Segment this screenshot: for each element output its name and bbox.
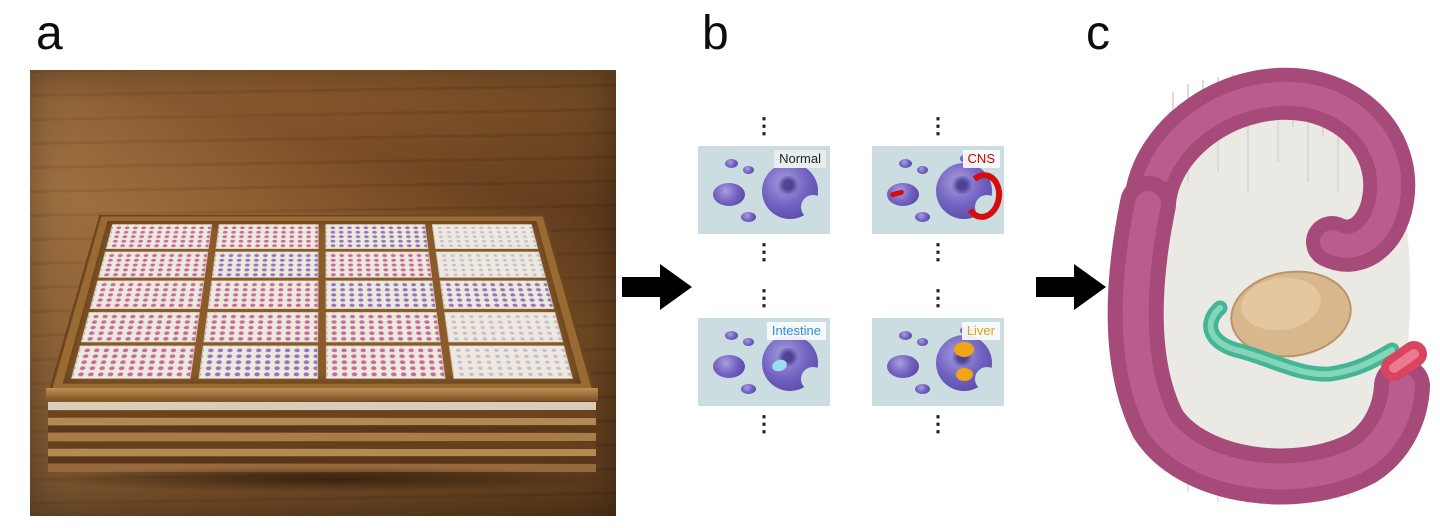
tray-front-edge <box>46 388 598 401</box>
tissue-blob <box>915 212 930 222</box>
slide <box>215 224 319 249</box>
vertical-ellipsis: ⋮ <box>927 411 949 436</box>
thumbnail-column: ⋮ CNS ⋮ ⋮ <box>872 112 1004 440</box>
slide-column <box>325 224 446 379</box>
tray-layer <box>48 449 596 456</box>
slide <box>203 311 319 343</box>
tray-layer <box>48 433 596 441</box>
tissue-notch <box>975 367 999 391</box>
tissue-blob <box>915 384 930 394</box>
vertical-ellipsis: ⋮ <box>753 239 775 264</box>
section-thumbnail-liver: Liver <box>872 318 1004 406</box>
tissue-blob <box>950 176 974 194</box>
slide <box>325 345 446 379</box>
tissue-blob <box>713 355 745 378</box>
tray-layer <box>48 402 596 410</box>
arrow-right-icon <box>622 264 692 310</box>
3d-render <box>1107 67 1430 505</box>
slide <box>70 345 196 379</box>
vertical-ellipsis: ⋮ <box>927 239 949 264</box>
tissue-blob <box>713 183 745 206</box>
tray-layer <box>48 426 596 432</box>
magenta-organ-top-highlight <box>1138 81 1402 258</box>
tray-stack <box>48 402 596 473</box>
slide <box>211 251 319 278</box>
vertical-ellipsis: ⋮ <box>753 411 775 436</box>
slide-column <box>70 224 213 379</box>
tissue-blob <box>917 338 928 346</box>
tissue-blob <box>776 176 800 194</box>
tissue-blob <box>741 212 756 222</box>
tissue-blob <box>887 183 919 206</box>
tray-layer <box>48 411 596 417</box>
tray-shadow <box>36 466 608 492</box>
section-thumbnail-normal: Normal <box>698 146 830 234</box>
thumbnail-column: ⋮ Normal ⋮ ⋮ <box>698 112 830 440</box>
red-organ-segment-highlight <box>1389 349 1419 373</box>
slide <box>105 224 213 249</box>
slide <box>439 280 555 310</box>
slide <box>325 224 429 249</box>
slide-column <box>198 224 319 379</box>
tan-organ-highlight <box>1241 277 1321 331</box>
liver-highlight <box>956 368 973 381</box>
magenta-organ-bottom-highlight <box>1122 191 1415 490</box>
tissue-blob <box>887 355 919 378</box>
tissue-blob <box>743 338 754 346</box>
label-chip-cns: CNS <box>962 150 1000 168</box>
tissue-blob <box>725 159 738 168</box>
slide <box>431 224 539 249</box>
slide <box>89 280 205 310</box>
vertical-ellipsis: ⋮ <box>753 285 775 310</box>
slide <box>325 280 437 310</box>
tissue-notch <box>975 195 999 219</box>
tissue-blob <box>917 166 928 174</box>
section-thumbnail-cns: CNS <box>872 146 1004 234</box>
arrow-right-icon <box>1036 264 1106 310</box>
teal-organ-highlight <box>1207 305 1395 378</box>
slide-column <box>431 224 574 379</box>
label-chip-liver: Liver <box>961 322 1000 340</box>
tray-layer <box>48 418 596 425</box>
tray-layer <box>48 442 596 448</box>
panel-c-label: c <box>1086 7 1110 60</box>
panel-b-label: b <box>702 7 729 60</box>
slide-tray-photo <box>30 70 616 516</box>
tissue-notch <box>801 367 825 391</box>
slide <box>80 311 200 343</box>
label-chip-normal: Normal <box>774 150 826 168</box>
slide-tray-top <box>52 216 592 390</box>
slide <box>207 280 319 310</box>
liver-highlight <box>954 342 974 357</box>
arrow-right-shape <box>1036 264 1106 310</box>
section-thumbnails-grid: ⋮ Normal ⋮ ⋮ <box>698 112 1034 440</box>
slide <box>198 345 319 379</box>
tissue-blob <box>899 159 912 168</box>
slide <box>325 311 441 343</box>
vertical-ellipsis: ⋮ <box>927 113 949 138</box>
vertical-ellipsis: ⋮ <box>753 113 775 138</box>
arrow-right-shape <box>622 264 692 310</box>
slide <box>448 345 574 379</box>
tissue-blob <box>741 384 756 394</box>
vertical-ellipsis: ⋮ <box>927 285 949 310</box>
slide <box>325 251 433 278</box>
tissue-notch <box>801 195 825 219</box>
tissue-blob <box>743 166 754 174</box>
section-thumbnail-intestine: Intestine <box>698 318 830 406</box>
label-chip-intestine: Intestine <box>766 322 826 340</box>
slide <box>435 251 547 278</box>
tissue-blob <box>899 331 912 340</box>
panel-a-label: a <box>36 7 63 60</box>
tray-layer <box>48 457 596 463</box>
slide <box>97 251 209 278</box>
tissue-blob <box>725 331 738 340</box>
slide <box>444 311 564 343</box>
